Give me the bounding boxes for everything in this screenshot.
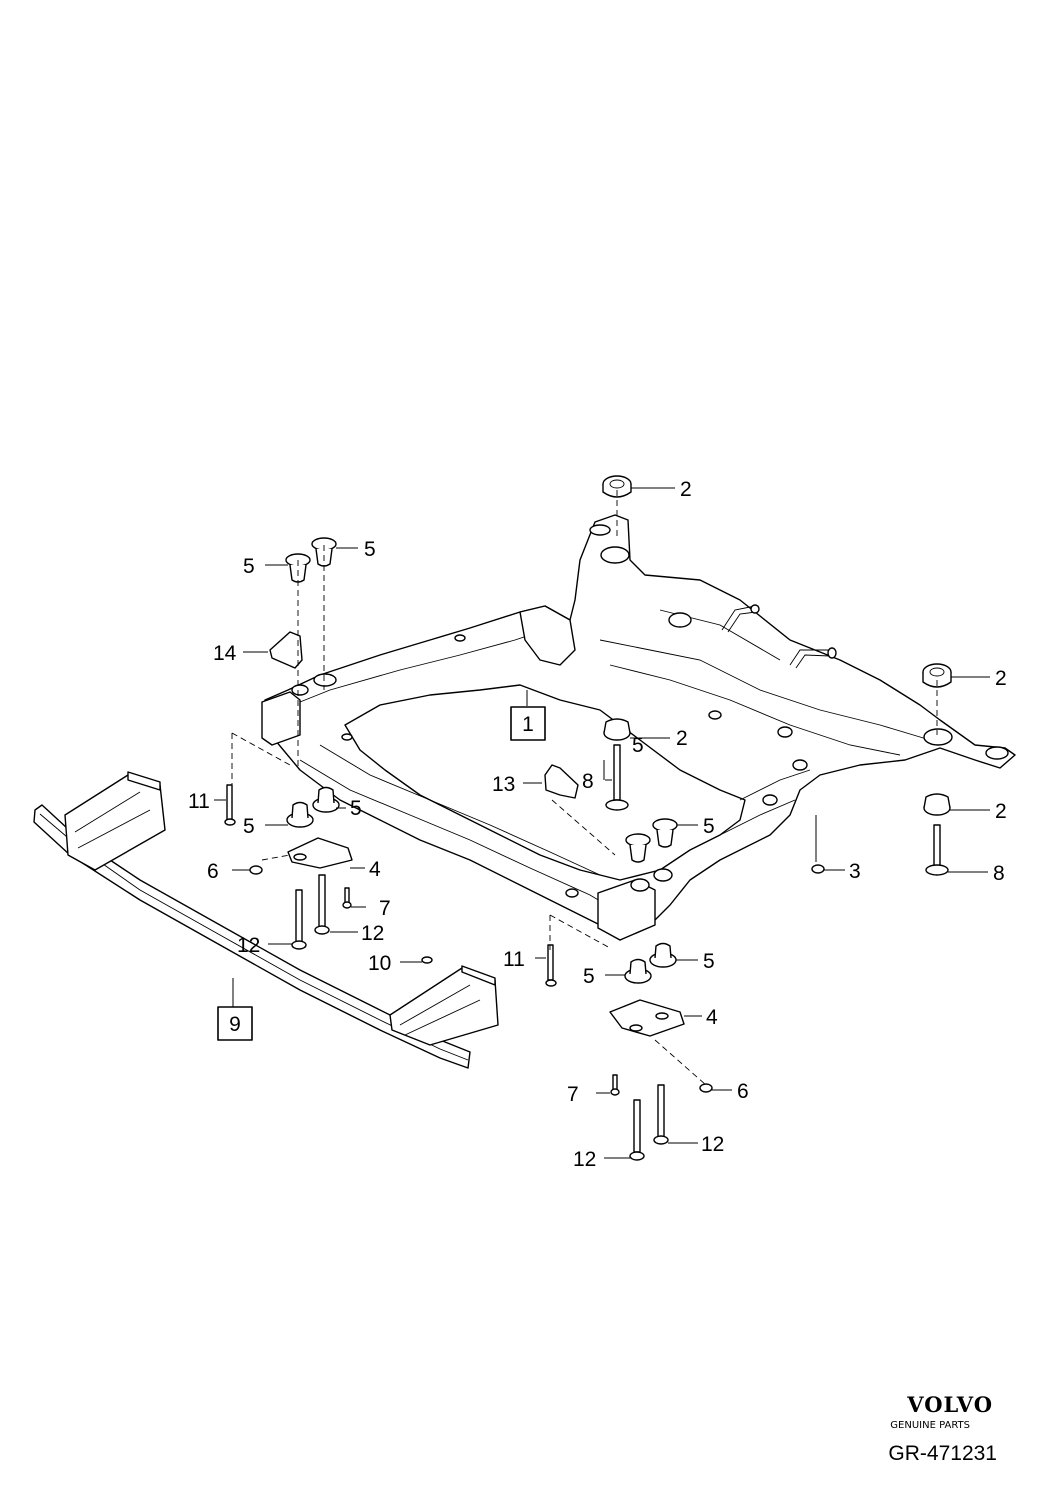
callout-9: 9 xyxy=(229,1013,241,1036)
callout-10: 10 xyxy=(368,952,391,975)
callout-5: 5 xyxy=(243,555,255,578)
callout-8: 8 xyxy=(582,770,594,793)
callout-8: 8 xyxy=(993,862,1005,885)
callout-4: 4 xyxy=(706,1006,718,1029)
callout-5: 5 xyxy=(364,538,376,561)
callout-5: 5 xyxy=(703,815,715,838)
callout-7: 7 xyxy=(379,897,391,920)
callouts: 1 9 2 2 2 2 3 4 4 5 5 5 5 5 5 5 5 5 6 6 … xyxy=(188,478,1007,1171)
callout-12: 12 xyxy=(701,1133,724,1156)
bumper-beam xyxy=(33,771,499,1069)
callout-2: 2 xyxy=(995,667,1007,690)
callout-5: 5 xyxy=(350,797,362,820)
callout-5: 5 xyxy=(703,950,715,973)
callout-11: 11 xyxy=(503,948,525,971)
callout-7: 7 xyxy=(567,1083,579,1106)
callout-5: 5 xyxy=(583,965,595,988)
callout-12: 12 xyxy=(237,934,260,957)
callout-12: 12 xyxy=(573,1148,596,1171)
callout-14: 14 xyxy=(213,642,237,665)
brand-footer: VOLVO GENUINE PARTS GR-471231 xyxy=(888,1392,997,1465)
brand-tagline: GENUINE PARTS xyxy=(890,1420,970,1431)
callout-12: 12 xyxy=(361,922,384,945)
callout-4: 4 xyxy=(369,858,381,881)
fasteners xyxy=(224,631,949,1161)
callout-11: 11 xyxy=(188,790,210,813)
callout-6: 6 xyxy=(737,1080,749,1103)
callout-5: 5 xyxy=(243,815,255,838)
callout-5: 5 xyxy=(632,734,644,757)
callout-13: 13 xyxy=(492,773,515,796)
bushings xyxy=(285,475,952,984)
callout-2: 2 xyxy=(995,800,1007,823)
diagram-reference: GR-471231 xyxy=(888,1442,997,1465)
brand-logo: VOLVO xyxy=(906,1392,993,1417)
alignment-lines xyxy=(231,490,938,1086)
callout-1: 1 xyxy=(522,713,534,736)
callout-2: 2 xyxy=(680,478,692,501)
callout-3: 3 xyxy=(849,860,861,883)
callout-2: 2 xyxy=(676,727,688,750)
callout-6: 6 xyxy=(207,860,219,883)
